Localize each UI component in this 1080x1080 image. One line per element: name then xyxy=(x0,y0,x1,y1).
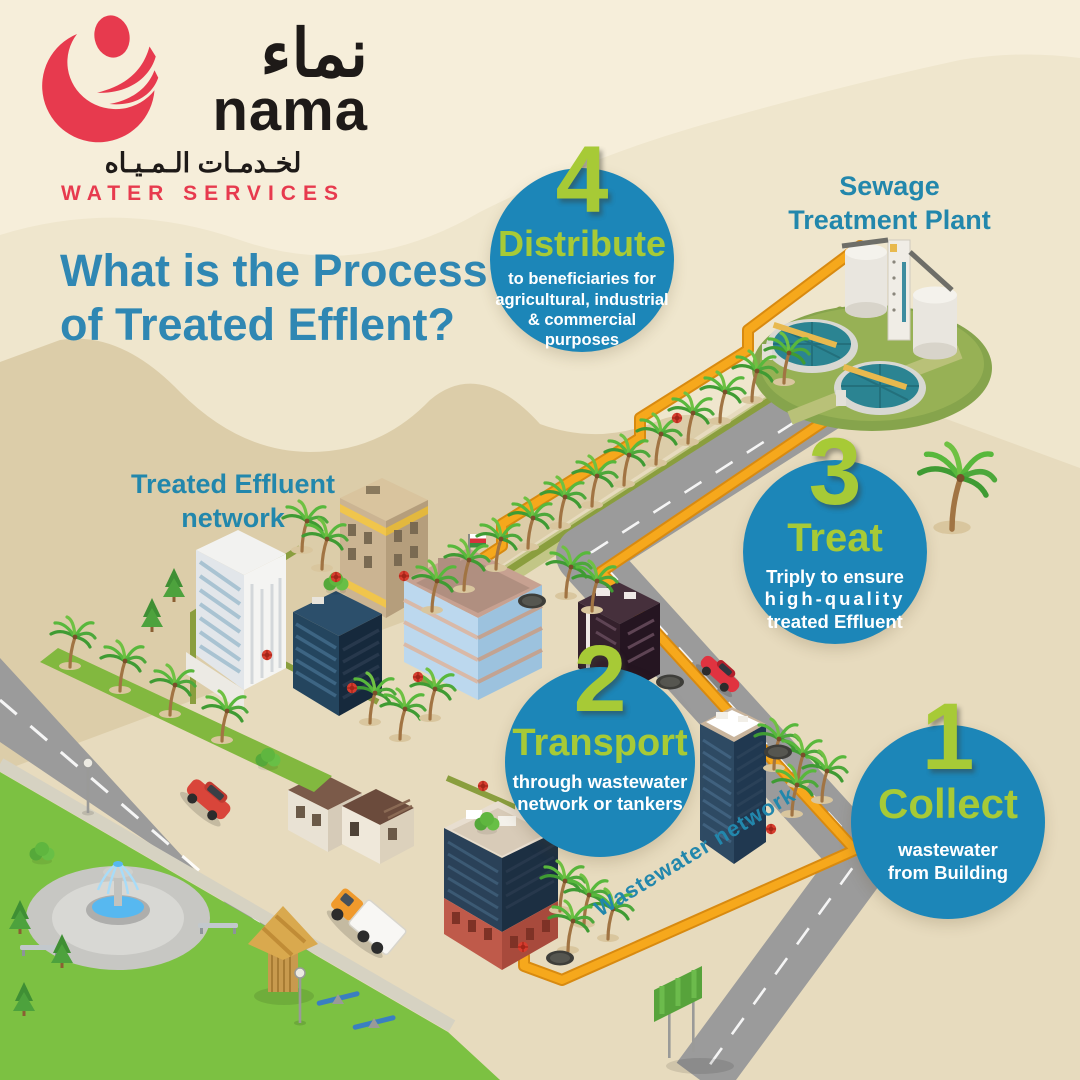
truck xyxy=(326,888,407,959)
brand-name-arabic: نماء xyxy=(260,16,368,90)
step-circle-treat: 3 Treat Triply to ensure high-quality tr… xyxy=(743,425,927,644)
step-number: 1 xyxy=(921,684,975,790)
step-title: Distribute xyxy=(497,222,666,264)
nama-logo-mark xyxy=(42,15,159,143)
treated-effluent-network-label: Treated Effluent network xyxy=(130,469,336,533)
suv-red xyxy=(179,779,231,827)
building-lightblue xyxy=(403,534,543,700)
building-white-tower xyxy=(186,530,286,712)
fountain xyxy=(86,861,150,925)
logo-subtitle-arabic: لخـدمـات الـمـيـاه xyxy=(104,148,302,178)
clarifier-tanks xyxy=(762,319,926,415)
nama-logo: نماء nama لخـدمـات الـمـيـاه WATER SERVI… xyxy=(38,14,368,206)
building-tan xyxy=(340,478,428,618)
step-number: 3 xyxy=(808,419,862,525)
seesaw xyxy=(316,991,396,1030)
step-number: 2 xyxy=(573,626,627,732)
sportscar-red xyxy=(695,655,740,698)
park xyxy=(0,757,500,1080)
step-title: Transport xyxy=(512,721,688,764)
building-octagon xyxy=(700,707,766,864)
road-sign xyxy=(654,966,734,1074)
building-brick xyxy=(444,801,558,970)
step-number: 4 xyxy=(555,127,609,233)
step-description: Triply to ensure high-quality treated Ef… xyxy=(764,565,906,633)
step-circle-collect: 1 Collect wastewater from Building xyxy=(851,690,1045,919)
hedge-strip xyxy=(40,568,332,792)
step-title: Collect xyxy=(877,779,1019,827)
step-description: to beneficiaries for agricultural, indus… xyxy=(495,270,669,349)
page-title: What is the Process of Treated Efflent? xyxy=(60,245,488,350)
brand-name-latin: nama xyxy=(212,78,368,143)
step-title: Treat xyxy=(787,515,883,560)
silos xyxy=(841,237,957,360)
treatment-plant xyxy=(752,237,992,431)
logo-subtitle-latin: WATER SERVICES xyxy=(61,182,345,205)
step-description: wastewater from Building xyxy=(887,839,1009,883)
step-description: through wastewater network or tankers xyxy=(512,770,688,815)
step-circle-distribute: 4 Distribute to beneficiaries for agricu… xyxy=(490,133,674,352)
step-circle-transport: 2 Transport through wastewater network o… xyxy=(505,632,695,857)
sewage-treatment-plant-label: Sewage Treatment Plant xyxy=(788,171,991,235)
